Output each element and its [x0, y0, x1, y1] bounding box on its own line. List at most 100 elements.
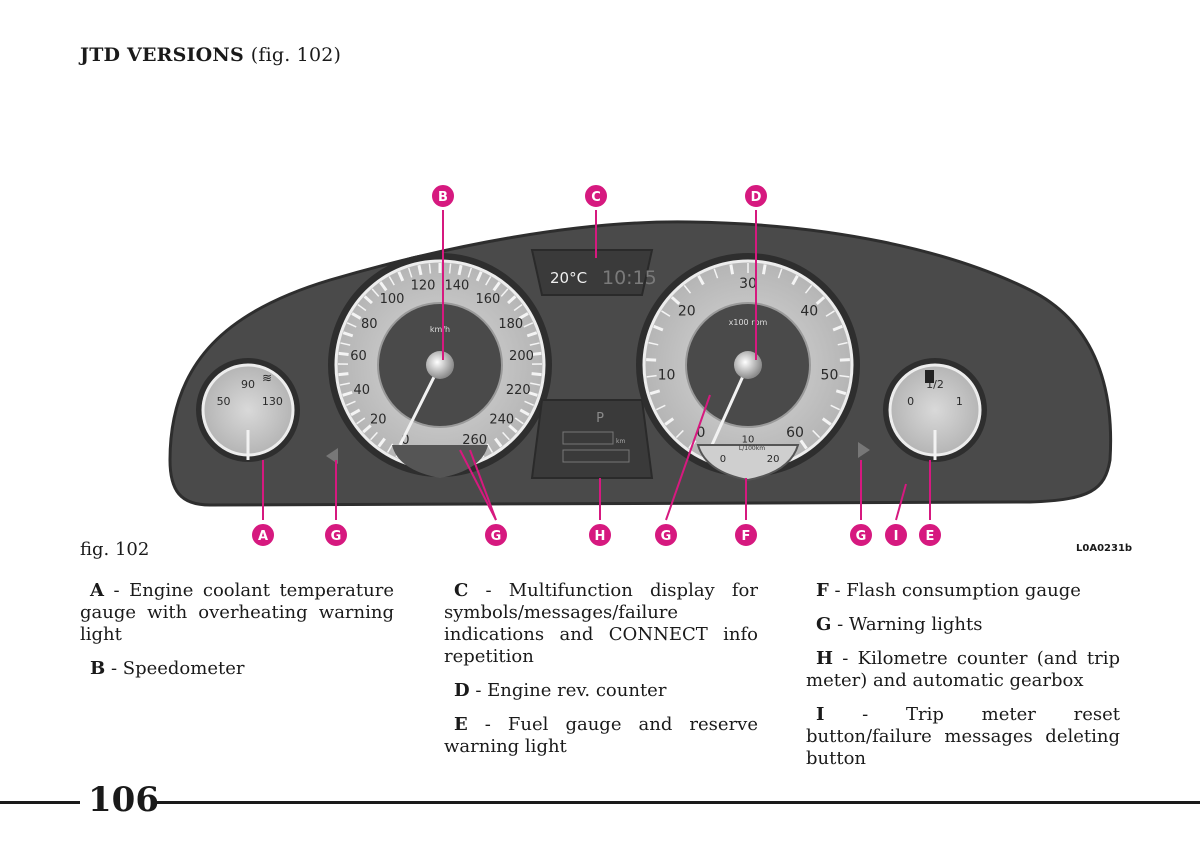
callout-line [469, 449, 497, 521]
dial-tick [340, 342, 351, 346]
display-odometer [562, 431, 614, 445]
dial-tick [342, 331, 354, 338]
figure-reference: (fig. 102) [250, 44, 342, 66]
dial-tick [475, 271, 483, 282]
legend-column-1: A - Engine coolant temperature gauge wit… [80, 580, 394, 692]
dial-tick [653, 324, 664, 332]
callout-letter: F [742, 529, 751, 544]
dial-tick [664, 417, 675, 426]
callout-letter: B [438, 190, 448, 205]
callout-badge [653, 522, 679, 548]
legend-column-3: F - Flash consumption gauge G - Warning … [806, 580, 1120, 782]
callout-letter: G [661, 529, 672, 544]
callout-badge [430, 183, 456, 209]
speedometer-hub [426, 351, 454, 379]
dial-tick [835, 389, 847, 396]
dial-tick [502, 431, 510, 441]
speedometer-unit: km/h [430, 325, 450, 334]
dial-tick [494, 437, 503, 448]
callout-letter: G [856, 529, 867, 544]
tachometer-hub [734, 351, 762, 379]
dial-tick [388, 276, 395, 286]
tachometer-needle [710, 364, 750, 446]
dial-tick [363, 295, 373, 305]
dial-tick [839, 358, 850, 362]
fuel-pump-icon [925, 370, 934, 383]
callout-badge [483, 522, 509, 548]
footer-rule-right [154, 801, 1200, 804]
fuel-label: 1 [956, 395, 963, 408]
dial-tick [815, 296, 826, 305]
speedometer-label: 80 [361, 317, 378, 332]
dial-tick [697, 275, 705, 286]
dial-tick [804, 284, 813, 294]
coolant-label: 90 [241, 378, 255, 391]
speedometer-label: 180 [498, 317, 523, 332]
tachometer-label: 10 [658, 367, 676, 383]
callout-letter: H [595, 529, 606, 544]
legend-item: C - Multifunction display for symbols/me… [444, 580, 758, 667]
page-number: 106 [88, 780, 159, 820]
callout-letter: A [258, 529, 268, 544]
dial-tick [508, 424, 518, 434]
dial-tick [729, 264, 735, 275]
legend-item: H - Kilometre counter (and trip meter) a… [806, 648, 1120, 691]
speedometer-label: 0 [401, 433, 409, 448]
right-turn-arrow-icon [858, 442, 870, 458]
dial-tick [527, 390, 538, 397]
dial-tick [338, 372, 349, 377]
speedometer-label: 100 [380, 292, 405, 307]
callout-badge [917, 522, 943, 548]
coolant-icon: ≋ [262, 371, 272, 385]
dial-tick [351, 312, 362, 320]
dial-tick [825, 310, 835, 317]
callout-badge [587, 522, 613, 548]
speedometer-label: 220 [506, 383, 531, 398]
dial-tick [675, 429, 684, 439]
fuel-label: 0 [907, 395, 914, 408]
legend-item: E - Fuel gauge and reserve warning light [444, 714, 758, 757]
speedometer-label: 140 [445, 278, 470, 293]
dial-tick [839, 374, 850, 378]
dial-tick [362, 424, 372, 434]
callout-badge [323, 522, 349, 548]
tachometer-label: 30 [739, 276, 757, 292]
legend-item: F - Flash consumption gauge [816, 580, 1081, 601]
dial-tick [428, 263, 432, 274]
dial-tick [531, 372, 542, 377]
dial-tick [467, 267, 473, 278]
display-temperature: 20°C [550, 269, 587, 287]
coolant-label: 50 [217, 395, 231, 408]
dial-tick [649, 389, 661, 396]
dial-tick [492, 281, 501, 292]
speedometer-warning-strip [392, 445, 488, 478]
dial-tick [342, 390, 353, 397]
dial-tick [519, 408, 530, 417]
dial-tick [371, 288, 380, 297]
figure-caption: fig. 102 [80, 539, 150, 560]
legend-column-2: C - Multifunction display for symbols/me… [444, 580, 758, 770]
callout-letter: G [331, 529, 342, 544]
dial-tick [379, 281, 388, 292]
legend-item: D - Engine rev. counter [454, 680, 667, 701]
dial-tick [683, 284, 692, 294]
dial-tick [507, 295, 517, 305]
dial-tick [377, 437, 386, 448]
dial-tick [529, 342, 540, 346]
dial-tick [713, 268, 719, 279]
dial-tick [799, 439, 808, 450]
dial-tick [531, 351, 542, 357]
display-clock: 10:15 [602, 267, 657, 289]
section-heading: JTD VERSIONS (fig. 102) [80, 44, 341, 66]
dial-tick [407, 267, 413, 278]
section-title: JTD VERSIONS [80, 44, 244, 66]
callout-letter: I [894, 529, 899, 544]
dial-tick [457, 264, 463, 276]
dial-tick [417, 264, 423, 276]
callout-badge [733, 522, 759, 548]
